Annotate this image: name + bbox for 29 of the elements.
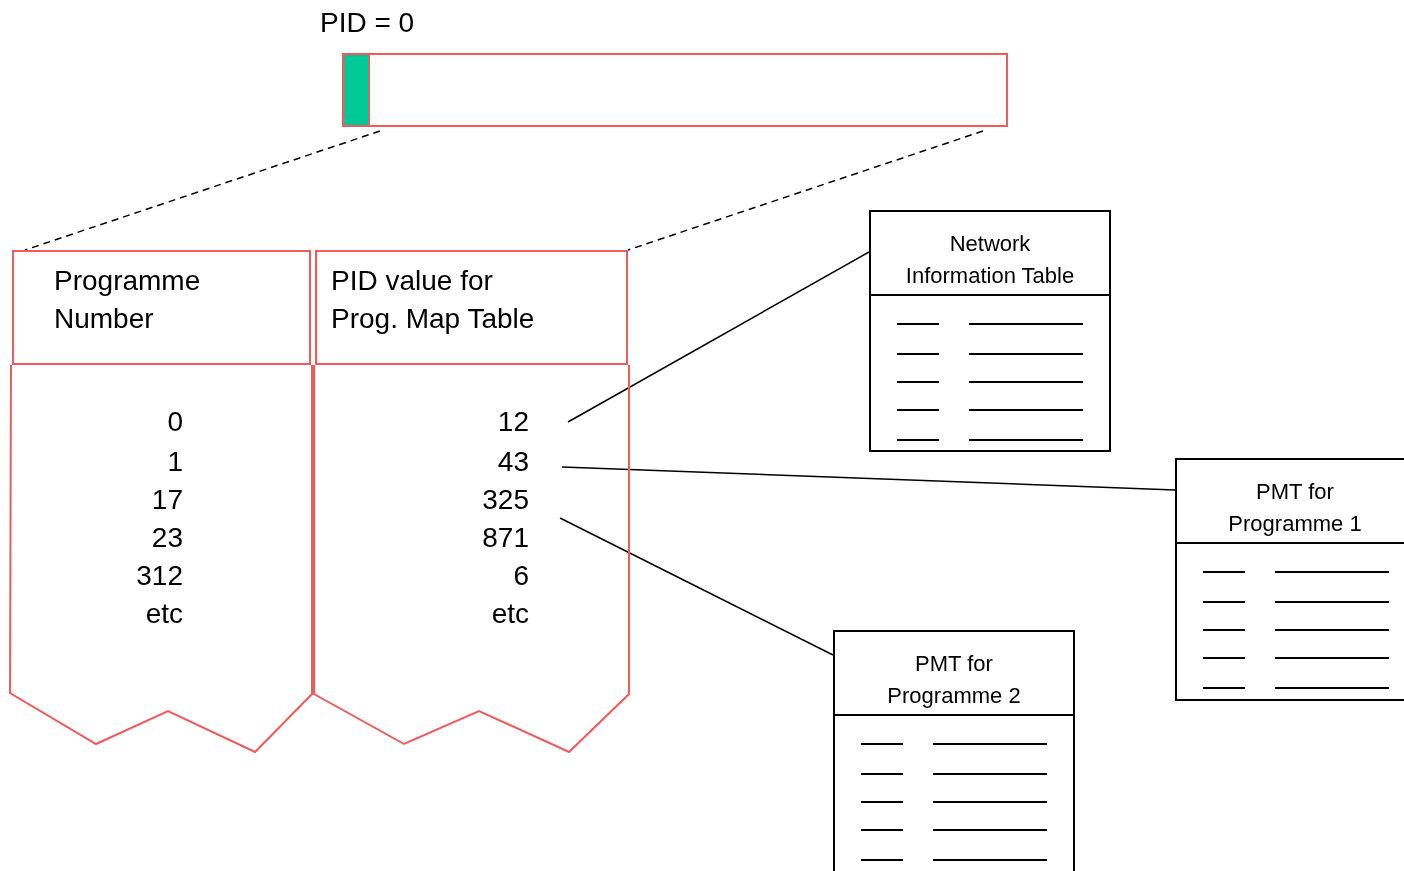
column-body bbox=[313, 365, 630, 755]
cell-value: 1 bbox=[167, 445, 183, 479]
cell-value: 6 bbox=[463, 559, 529, 593]
cell-value: 12 bbox=[463, 405, 529, 439]
cell-value: 17 bbox=[151, 483, 183, 517]
column-header: PID value for Prog. Map Table bbox=[315, 250, 628, 365]
dashed-expansion-line bbox=[24, 130, 381, 251]
table-card bbox=[869, 210, 1111, 452]
pid-field-segment bbox=[344, 55, 370, 125]
table-heading: PMT for Programme 2 bbox=[835, 632, 1073, 716]
table-heading: PMT for Programme 1 bbox=[1177, 460, 1404, 544]
cell-value: 871 bbox=[463, 521, 529, 555]
column-header: Programme Number bbox=[12, 250, 311, 365]
leader-line bbox=[567, 251, 870, 423]
cell-value: 43 bbox=[463, 445, 529, 479]
leader-line bbox=[561, 466, 1176, 491]
table-card bbox=[1175, 458, 1404, 701]
packet-label: PID = 0 bbox=[320, 7, 415, 39]
table-heading: Network Information Table bbox=[871, 212, 1109, 296]
leader-line bbox=[559, 517, 834, 656]
cell-value: etc bbox=[463, 597, 529, 631]
cell-value: 23 bbox=[151, 521, 183, 555]
dashed-expansion-line bbox=[627, 130, 984, 251]
cell-value: 312 bbox=[136, 559, 183, 593]
table-card bbox=[833, 630, 1075, 871]
cell-value: 0 bbox=[167, 405, 183, 439]
cell-value: etc bbox=[145, 597, 183, 631]
cell-value: 325 bbox=[463, 483, 529, 517]
column-body bbox=[9, 365, 314, 755]
